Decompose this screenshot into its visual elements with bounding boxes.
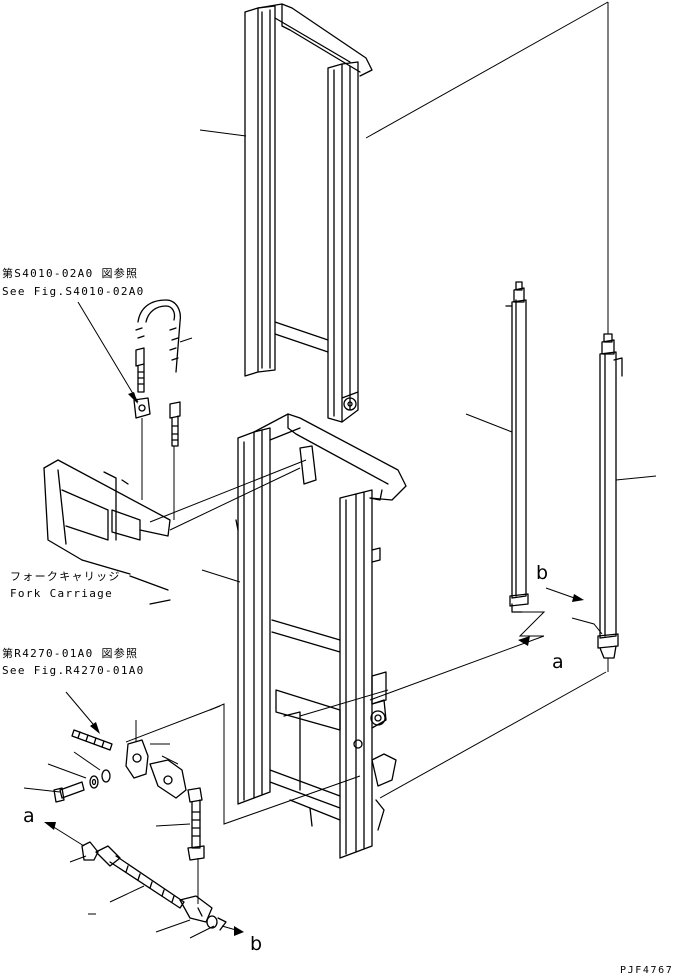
marker-b-lower: b: [250, 933, 263, 955]
reference-lower-jp: 第R4270-01A0 図参照: [2, 647, 139, 660]
fork-carriage-label-jp: フォークキャリッジ: [10, 570, 121, 583]
marker-b-upper: b: [536, 562, 549, 584]
leader-lines: [23, 1, 657, 939]
lift-cylinder-left: [505, 281, 529, 613]
outer-mast: [235, 413, 407, 859]
lift-chain: [133, 299, 182, 520]
fork-carriage-label-en: Fork Carriage: [10, 587, 113, 600]
marker-a-right: a: [552, 651, 564, 673]
arrowheads: [44, 392, 584, 936]
reference-upper-jp: 第S4010-02A0 図参照: [2, 267, 139, 280]
reference-upper-en: See Fig.S4010-02A0: [2, 285, 145, 298]
hose-fittings: [53, 729, 227, 931]
inner-mast: [244, 3, 373, 423]
reference-lower-en: See Fig.R4270-01A0: [2, 664, 145, 677]
fork-carriage: [43, 459, 171, 605]
marker-a-left: a: [23, 805, 35, 827]
drawing-code: PJF4767: [620, 965, 674, 976]
lift-cylinder-right: [597, 333, 623, 659]
